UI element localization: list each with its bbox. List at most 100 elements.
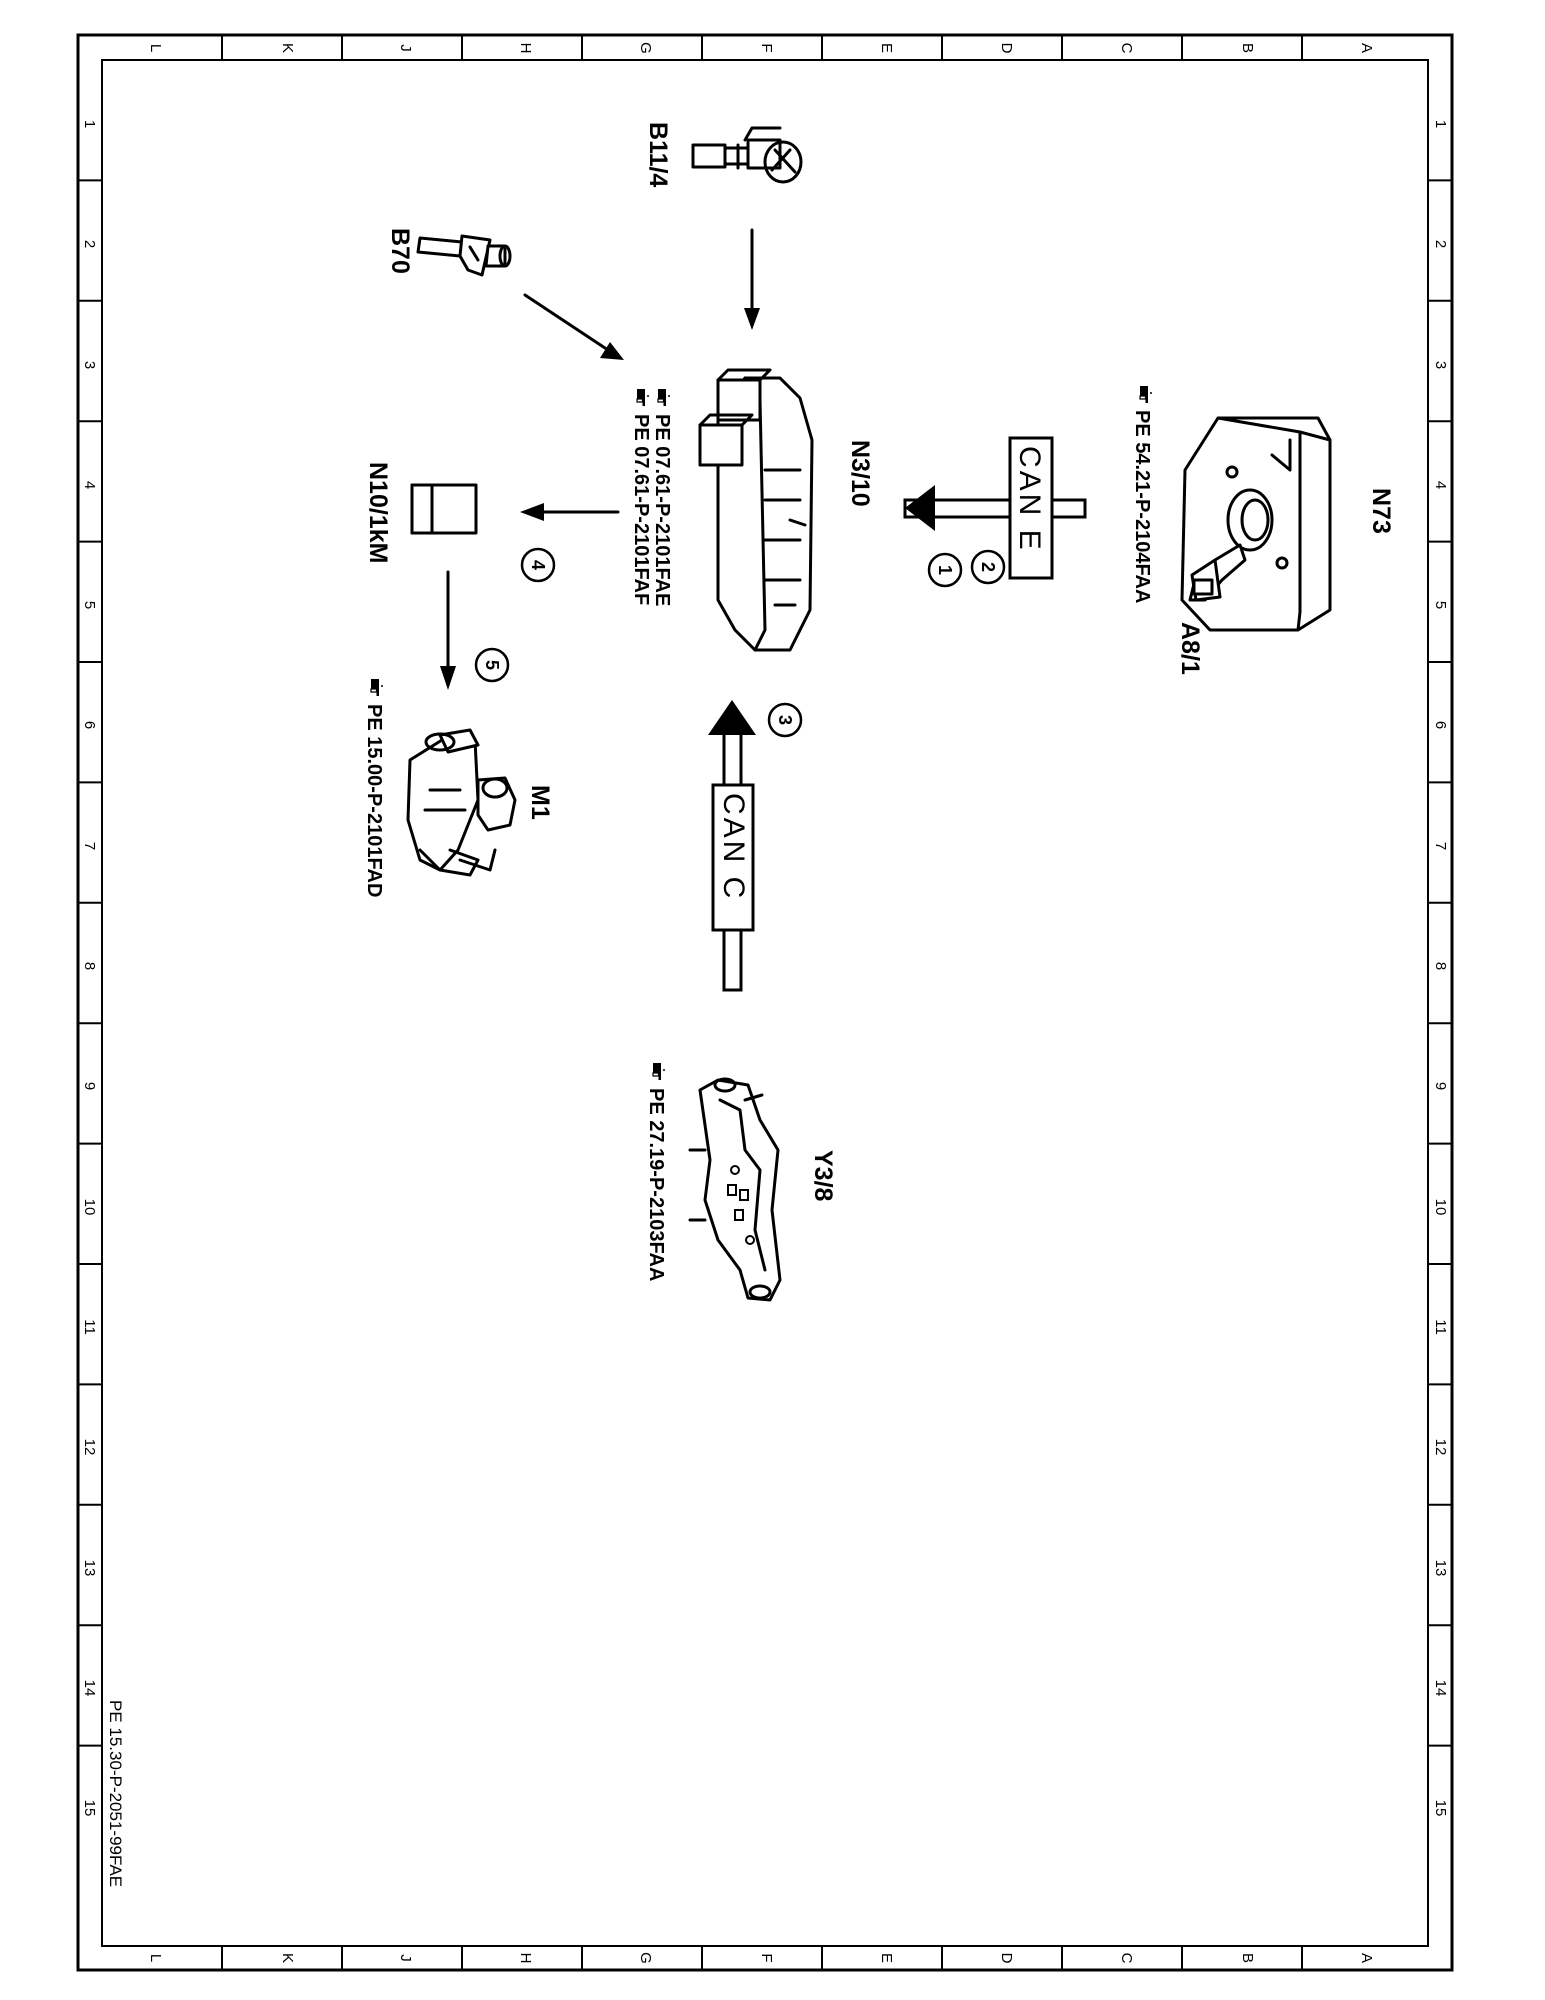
step-3: 3 bbox=[775, 715, 795, 725]
row-label-left: 14 bbox=[81, 1680, 98, 1697]
col-label-top: H bbox=[517, 43, 534, 54]
col-label-bottom: E bbox=[878, 1953, 895, 1963]
step-badge: 2 bbox=[970, 549, 1006, 585]
drawing-frame bbox=[76, 33, 1454, 1972]
col-label-top: K bbox=[279, 43, 296, 53]
col-label-bottom: H bbox=[517, 1953, 534, 1964]
col-label-top: L bbox=[147, 44, 164, 52]
row-label-left: 3 bbox=[81, 361, 98, 369]
row-label-right: 4 bbox=[1432, 481, 1449, 489]
pointing-hand-icon bbox=[652, 1062, 666, 1081]
step-badge: 3 bbox=[767, 702, 803, 738]
m1-reference[interactable]: PE 15.00-P-2101FAD bbox=[363, 704, 385, 897]
step-1: 1 bbox=[935, 565, 955, 575]
n73-reference[interactable]: PE 54.21-P-2104FAA bbox=[1131, 410, 1153, 603]
col-label-top: F bbox=[758, 43, 775, 52]
col-label-bottom: B bbox=[1239, 1953, 1256, 1963]
row-label-left: 13 bbox=[81, 1560, 98, 1577]
col-label-bottom: L bbox=[147, 1954, 164, 1962]
pointing-hand-icon bbox=[657, 388, 671, 407]
row-label-left: 7 bbox=[81, 842, 98, 850]
step-2: 2 bbox=[978, 562, 998, 572]
step-5: 5 bbox=[482, 660, 502, 670]
can-e-label: CAN E bbox=[1013, 446, 1046, 553]
row-label-right: 10 bbox=[1432, 1199, 1449, 1216]
b11-4-signal-arrow bbox=[744, 228, 760, 330]
grid-labels: L K J H G F E D C B A L K J H G F E D C … bbox=[81, 42, 1449, 1964]
n3-10-label: N3/10 bbox=[846, 440, 874, 507]
row-label-right: 3 bbox=[1432, 361, 1449, 369]
row-label-left: 9 bbox=[81, 1082, 98, 1090]
row-label-left: 5 bbox=[81, 601, 98, 609]
step-4: 4 bbox=[528, 560, 548, 570]
row-label-right: 2 bbox=[1432, 240, 1449, 248]
row-label-right: 11 bbox=[1432, 1319, 1449, 1335]
can-c-label: CAN C bbox=[717, 793, 750, 901]
col-label-bottom: G bbox=[637, 1952, 654, 1964]
col-label-top: E bbox=[878, 43, 895, 53]
b70-signal-arrow bbox=[523, 293, 624, 360]
ecu-to-relay-arrow bbox=[520, 503, 620, 521]
col-label-bottom: F bbox=[758, 1953, 775, 1962]
row-label-left: 6 bbox=[81, 721, 98, 729]
col-label-bottom: C bbox=[1118, 1953, 1135, 1964]
row-label-right: 5 bbox=[1432, 601, 1449, 609]
row-label-right: 1 bbox=[1432, 120, 1449, 128]
col-label-top: B bbox=[1239, 43, 1256, 53]
col-label-top: J bbox=[397, 44, 414, 52]
a8-1-label: A8/1 bbox=[1176, 622, 1204, 675]
pointing-hand-icon bbox=[1139, 385, 1153, 404]
col-label-bottom: J bbox=[397, 1954, 414, 1962]
row-label-right: 9 bbox=[1432, 1082, 1449, 1090]
n3-10-reference-a[interactable]: PE 07.61-P-2101FAE bbox=[651, 414, 673, 606]
pointing-hand-icon bbox=[370, 678, 384, 697]
col-label-top: G bbox=[637, 42, 654, 54]
b70-crankshaft-sensor-drawing bbox=[416, 234, 512, 277]
step-badge: 5 bbox=[474, 647, 510, 683]
b11-4-label: B11/4 bbox=[644, 122, 672, 187]
col-label-bottom: K bbox=[279, 1953, 296, 1963]
row-label-left: 8 bbox=[81, 962, 98, 970]
row-label-right: 12 bbox=[1432, 1439, 1449, 1456]
row-label-left: 10 bbox=[81, 1199, 98, 1216]
row-label-right: 14 bbox=[1432, 1680, 1449, 1697]
b11-4-temperature-sensor-drawing bbox=[691, 126, 803, 184]
m1-label: M1 bbox=[526, 785, 554, 820]
y3-8-reference[interactable]: PE 27.19-P-2103FAA bbox=[645, 1088, 667, 1281]
row-label-left: 2 bbox=[81, 240, 98, 248]
col-label-top: C bbox=[1118, 43, 1135, 54]
can-e-bus bbox=[903, 436, 1087, 580]
n73-label: N73 bbox=[1367, 488, 1395, 534]
row-label-left: 1 bbox=[81, 120, 98, 128]
step-badge: 4 bbox=[520, 547, 556, 583]
row-label-left: 11 bbox=[81, 1319, 98, 1335]
col-label-bottom: D bbox=[998, 1953, 1015, 1964]
row-label-right: 15 bbox=[1432, 1800, 1449, 1817]
n3-10-reference-b[interactable]: PE 07.61-P-2101FAF bbox=[630, 414, 652, 605]
grid-ticks bbox=[78, 35, 1452, 1970]
n10-1km-relay-drawing bbox=[410, 483, 478, 535]
col-label-top: A bbox=[1358, 43, 1375, 53]
b70-label: B70 bbox=[386, 228, 414, 274]
can-c-bus bbox=[708, 700, 756, 992]
y3-8-transmission-control-drawing bbox=[688, 1077, 782, 1302]
col-label-bottom: A bbox=[1358, 1953, 1375, 1963]
row-label-right: 7 bbox=[1432, 842, 1449, 850]
pointing-hand-icon bbox=[636, 388, 650, 407]
document-id: PE 15.30-P-2051-99FAE bbox=[106, 1700, 125, 1887]
row-label-right: 8 bbox=[1432, 962, 1449, 970]
row-label-right: 6 bbox=[1432, 721, 1449, 729]
row-label-left: 12 bbox=[81, 1439, 98, 1456]
row-label-left: 15 bbox=[81, 1800, 98, 1817]
n3-10-engine-control-unit-drawing bbox=[698, 368, 814, 652]
relay-to-starter-arrow bbox=[440, 570, 456, 690]
row-label-left: 4 bbox=[81, 481, 98, 489]
n10-1km-label: N10/1kM bbox=[364, 462, 392, 563]
col-label-top: D bbox=[998, 43, 1015, 54]
m1-starter-motor-drawing bbox=[406, 728, 517, 877]
n73-ignition-switch-drawing bbox=[1180, 416, 1332, 632]
y3-8-label: Y3/8 bbox=[809, 1150, 837, 1202]
step-badge: 1 bbox=[927, 552, 963, 588]
row-label-right: 13 bbox=[1432, 1560, 1449, 1577]
